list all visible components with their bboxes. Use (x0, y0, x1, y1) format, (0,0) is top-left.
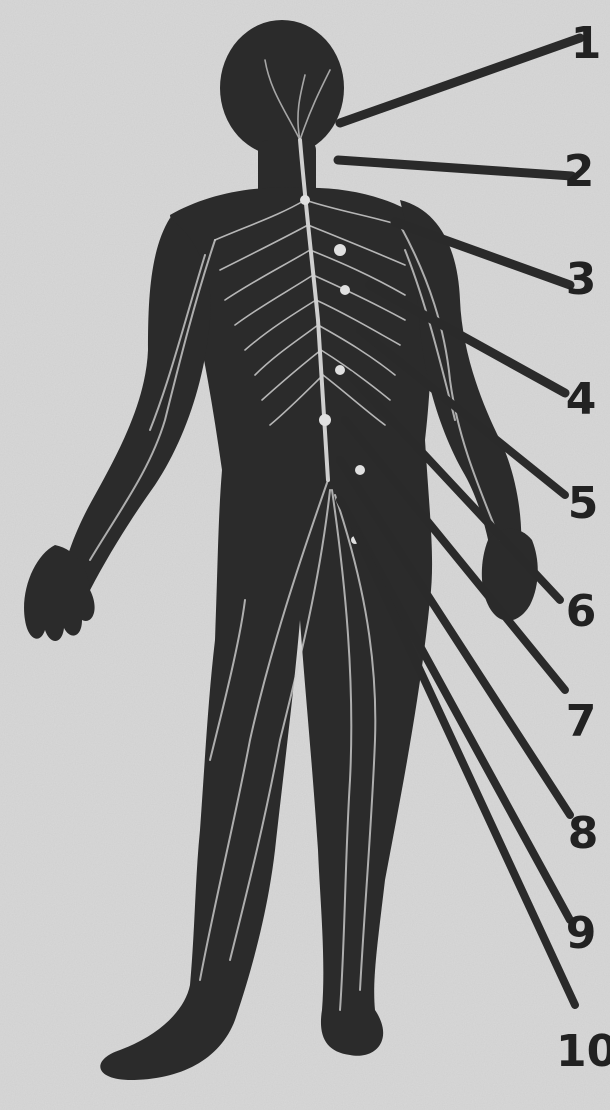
head (220, 20, 344, 156)
label-5: 5 (560, 482, 606, 526)
label-2: 2 (556, 150, 602, 194)
label-8: 8 (560, 812, 606, 856)
label-7: 7 (558, 700, 604, 744)
label-9: 9 (558, 912, 604, 956)
label-3: 3 (558, 258, 604, 302)
label-10: 10 (556, 1030, 610, 1074)
label-4: 4 (558, 378, 604, 422)
label-6: 6 (558, 590, 604, 634)
label-1: 1 (563, 22, 609, 66)
